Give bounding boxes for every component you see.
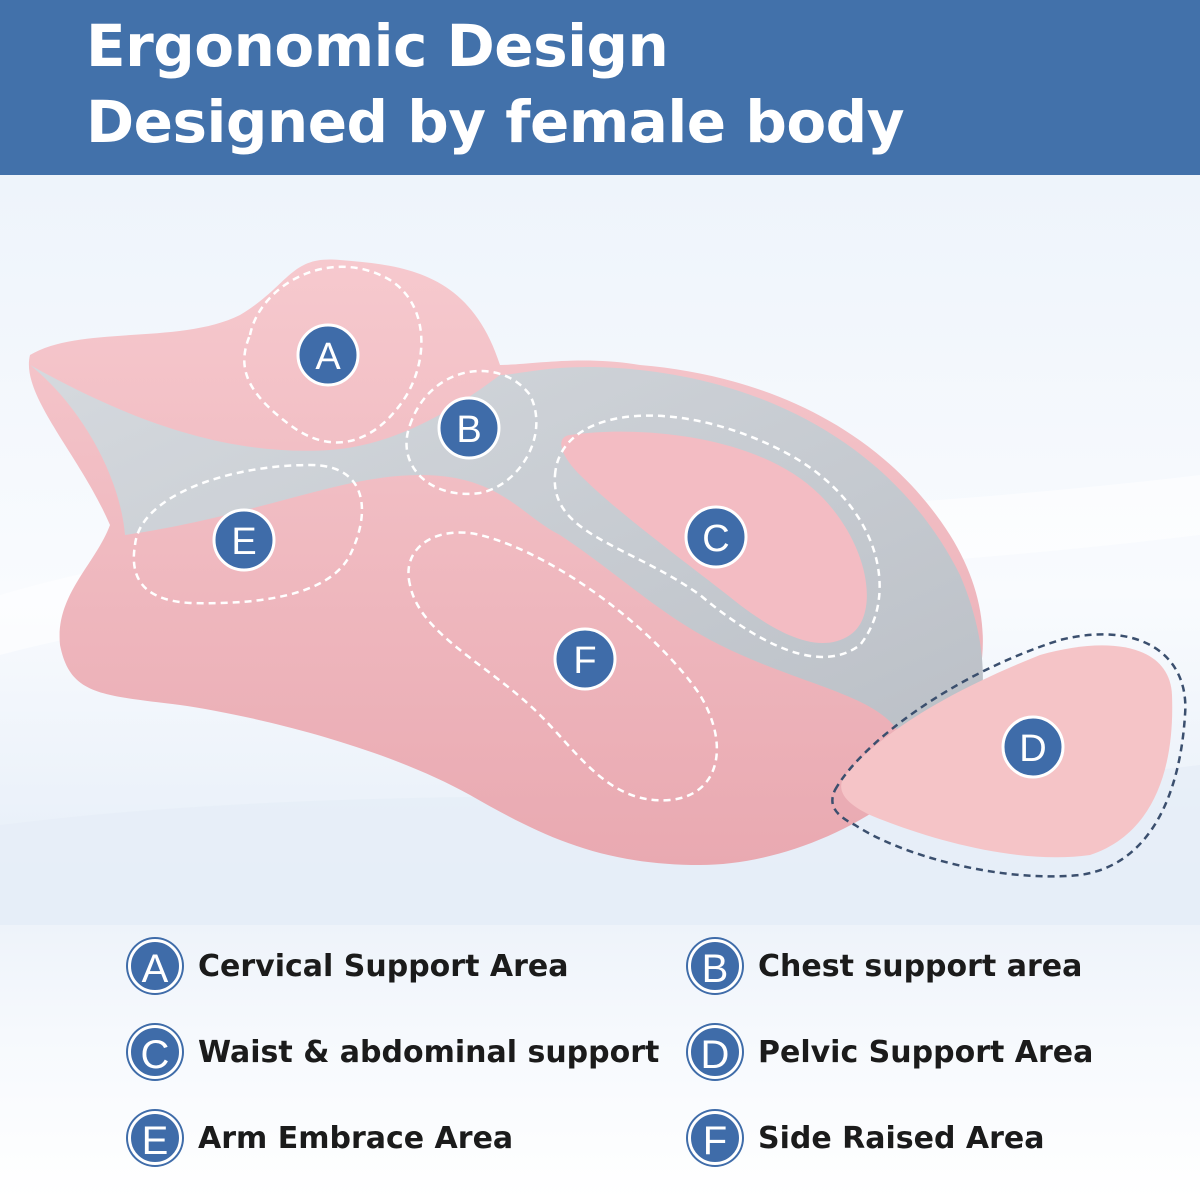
legend-item-b: B Chest support area	[688, 937, 1082, 995]
legend-label-d: Pelvic Support Area	[758, 1034, 1094, 1070]
zone-badge-d: D	[1001, 715, 1065, 779]
legend-badge-b: B	[688, 939, 742, 993]
legend-label-c: Waist & abdominal support	[198, 1034, 660, 1070]
legend-item-a: A Cervical Support Area	[128, 937, 568, 995]
zone-badge-b: B	[437, 396, 501, 460]
legend-badge-a: A	[128, 939, 182, 993]
title-line-2: Designed by female body	[86, 88, 905, 156]
zone-badge-d-letter: D	[1019, 728, 1046, 770]
legend-item-f: F Side Raised Area	[688, 1109, 1045, 1167]
zone-badge-c: C	[684, 505, 748, 569]
zone-f-outline	[407, 531, 719, 802]
legend: A Cervical Support Area B Chest support …	[0, 925, 1200, 1200]
zone-a-outline	[243, 265, 423, 444]
zone-badge-f: F	[553, 627, 617, 691]
title-line-1: Ergonomic Design	[86, 12, 669, 80]
zone-badge-f-letter: F	[573, 640, 596, 682]
legend-item-d: D Pelvic Support Area	[688, 1023, 1093, 1081]
zone-badge-a: A	[296, 323, 360, 387]
zone-b-outline	[405, 369, 538, 496]
legend-item-c: C Waist & abdominal support	[128, 1023, 659, 1081]
zone-c-outline	[553, 414, 881, 659]
legend-badge-f: F	[688, 1111, 742, 1165]
legend-badge-d: D	[688, 1025, 742, 1079]
header-banner: Ergonomic Design Designed by female body	[0, 0, 1200, 175]
zone-badge-b-letter: B	[456, 409, 481, 451]
zone-badge-c-letter: C	[702, 518, 729, 560]
zone-outlines	[132, 265, 881, 802]
legend-label-e: Arm Embrace Area	[198, 1120, 514, 1156]
legend-label-a: Cervical Support Area	[198, 948, 569, 984]
zone-d-outline	[831, 633, 1187, 878]
legend-label-b: Chest support area	[758, 948, 1083, 984]
legend-badge-e: E	[128, 1111, 182, 1165]
zone-badge-a-letter: A	[315, 336, 341, 378]
legend-label-f: Side Raised Area	[758, 1120, 1045, 1156]
zone-badge-e-letter: E	[231, 521, 256, 563]
zone-badge-e: E	[212, 508, 276, 572]
pillow-diagram: A B C D E F	[0, 175, 1200, 935]
product-illustration: A B C D E F	[0, 175, 1200, 935]
legend-item-e: E Arm Embrace Area	[128, 1109, 513, 1167]
legend-badge-c: C	[128, 1025, 182, 1079]
